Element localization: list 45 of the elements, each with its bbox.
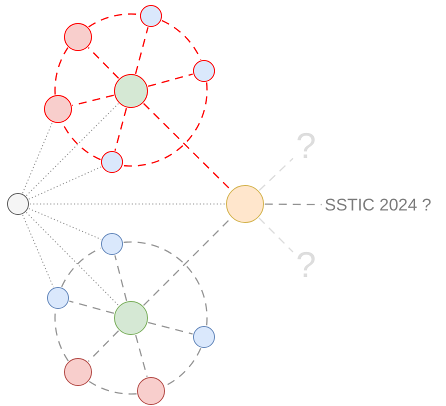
graph-node xyxy=(193,326,215,348)
node-label: ? xyxy=(296,247,316,283)
graph-node xyxy=(137,377,165,405)
graph-node xyxy=(140,5,162,27)
connector-line xyxy=(88,47,120,79)
graph-node xyxy=(101,233,123,255)
graph-node xyxy=(226,185,264,223)
connector-line xyxy=(26,103,119,196)
graph-node xyxy=(64,358,92,386)
connector-line xyxy=(164,348,202,387)
graph-node xyxy=(64,23,92,51)
connector-line xyxy=(258,218,294,252)
graph-node xyxy=(114,301,148,335)
connector-line xyxy=(22,214,54,288)
connector-line xyxy=(28,208,102,240)
graph-node xyxy=(114,74,148,108)
connector-line xyxy=(61,248,102,288)
graph-node xyxy=(47,287,69,309)
connector-line xyxy=(148,322,193,335)
connector-line xyxy=(134,27,149,74)
connector-line xyxy=(54,47,68,95)
connector-line xyxy=(143,103,232,191)
graph-node xyxy=(193,60,215,82)
connector-line xyxy=(22,122,53,194)
connector-line xyxy=(148,73,193,87)
connector-line xyxy=(28,166,102,200)
connector-line xyxy=(88,330,120,362)
graph-node xyxy=(44,95,72,123)
node-label: SSTIC 2024 ? xyxy=(324,196,432,214)
connector-line xyxy=(258,158,294,191)
graph-node xyxy=(101,151,123,173)
graph-node xyxy=(7,193,29,215)
connector-line xyxy=(162,20,202,60)
connector-line xyxy=(26,212,119,306)
connector-line xyxy=(114,255,128,301)
connector-line xyxy=(72,94,114,106)
connector-line xyxy=(69,300,114,314)
node-label: ? xyxy=(296,128,316,164)
connector-line xyxy=(124,241,208,326)
connector-line xyxy=(264,204,322,206)
connector-line xyxy=(88,380,137,395)
connector-line xyxy=(114,108,128,151)
connector-line xyxy=(135,334,148,377)
connector-line xyxy=(123,82,208,167)
connector-line xyxy=(143,218,232,306)
